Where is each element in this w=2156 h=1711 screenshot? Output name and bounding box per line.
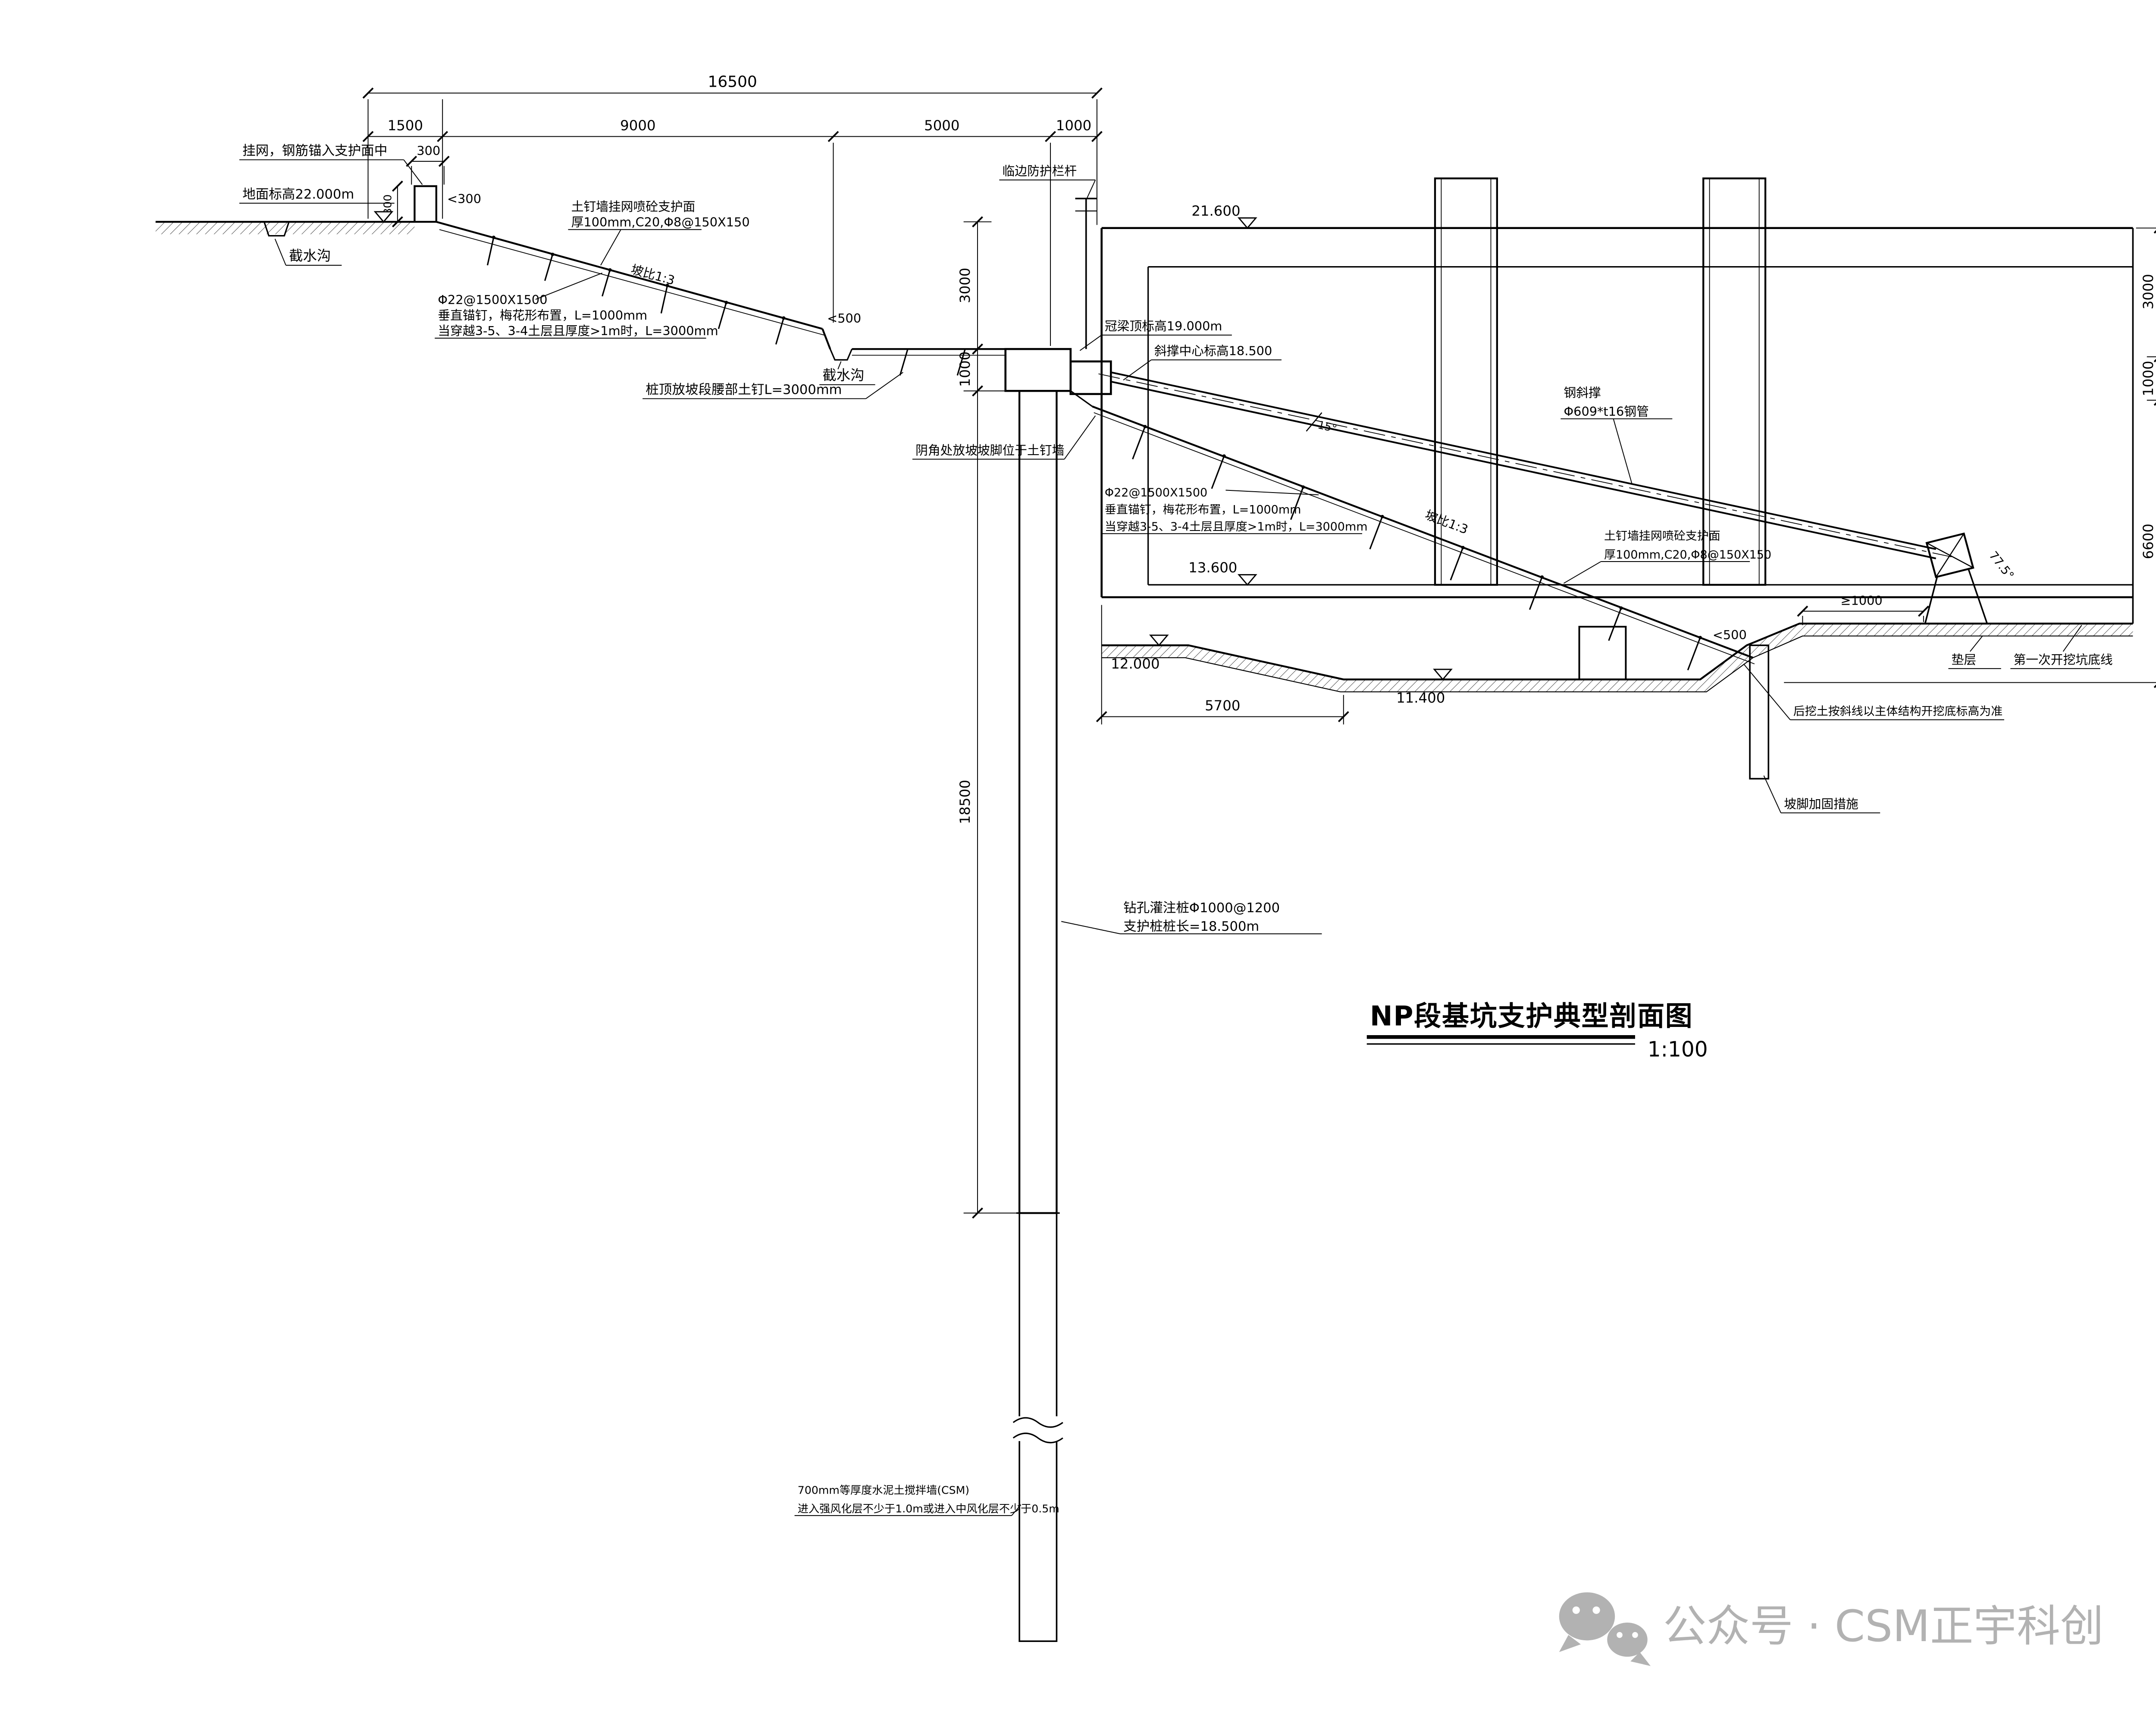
title-scale: 1:100 xyxy=(1648,1037,1708,1061)
note-pile-2: 支护桩桩长=18.500m xyxy=(1123,919,1259,934)
note-lt500-b: <500 xyxy=(1713,628,1747,642)
note-lt500-a: <500 xyxy=(827,311,861,326)
annotations-right: 钢斜撑 Φ609*t16钢管 15° Φ22@1500X1500 垂直锚钉，梅花… xyxy=(794,386,2113,1516)
dim-right-h2: 1000 xyxy=(2140,361,2156,396)
note-cushion: 垫层 xyxy=(1952,652,1977,667)
strut-base-block xyxy=(1924,532,1988,624)
drain-ditch-1 xyxy=(263,221,290,237)
elev-ground: 地面标高22.000m xyxy=(242,187,354,202)
dim-seg1: 1500 xyxy=(388,117,423,134)
watermark: 公众号 · CSM正宇科创 xyxy=(1559,1592,2104,1666)
dim-crown-height: 1000 xyxy=(957,352,973,387)
note-ditch-1: 截水沟 xyxy=(289,248,331,264)
steel-strut xyxy=(1098,371,1952,559)
note-nail-1c: 当穿越3-5、3-4土层且厚度>1m时，L=3000mm xyxy=(438,323,718,338)
dim-right: 3000 1000 6600 10600 xyxy=(1784,222,2156,688)
wechat-icon xyxy=(1559,1592,1651,1666)
note-lt300: <300 xyxy=(447,192,481,206)
dim-pile-length: 18500 xyxy=(957,780,973,824)
dim-seg2: 9000 xyxy=(620,117,655,134)
note-shotcrete-1a: 土钉墙挂网喷砼支护面 xyxy=(571,199,696,214)
dim-right-h3: 6600 xyxy=(2140,524,2156,559)
note-guardrail: 临边防护栏杆 xyxy=(1003,163,1077,178)
note-nail-2c: 当穿越3-5、3-4土层且厚度>1m时，L=3000mm xyxy=(1105,520,1368,534)
note-toe-reinforce: 坡脚加固措施 xyxy=(1784,797,1858,811)
dim-seg4: 1000 xyxy=(1056,117,1091,134)
strut-seat xyxy=(1069,360,1112,395)
upper-slope xyxy=(436,221,824,345)
dim-top: 16500 1500 9000 5000 1000 300 800 xyxy=(362,73,1103,346)
note-corner: 阴角处放坡坡脚位于土钉墙 xyxy=(915,443,1064,458)
drawing-title: NP段基坑支护典型剖面图 1:100 xyxy=(1366,1000,1708,1061)
ground-left xyxy=(155,185,437,237)
elev-strut-center: 斜撑中心标高18.500 xyxy=(1154,344,1272,358)
annotations-left: 挂网，钢筋锚入支护面中 截水沟 <300 土钉墙挂网喷砼支护面 厚100mm,C… xyxy=(239,144,1282,460)
note-first-excavation: 第一次开挖坑底线 xyxy=(2014,652,2113,667)
column-1 xyxy=(1434,177,1498,586)
csm-wall xyxy=(1012,1212,1063,1642)
parapet-wall xyxy=(414,185,437,223)
column-2 xyxy=(1702,177,1767,586)
note-shotcrete-2b: 厚100mm,C20,Φ8@150X150 xyxy=(1604,548,1771,562)
note-ditch-2: 截水沟 xyxy=(822,367,864,383)
elev-pit-upper: 12.000 xyxy=(1111,656,1159,672)
note-nail-2a: Φ22@1500X1500 xyxy=(1105,486,1207,499)
dim-left: 3000 1000 18500 xyxy=(957,216,1016,1219)
pedestal xyxy=(1578,626,1627,681)
drain-ditch-2 xyxy=(829,348,853,361)
dim-pit-width: 5700 xyxy=(1205,697,1240,714)
note-pile-1: 钻孔灌注桩Φ1000@1200 xyxy=(1123,901,1280,916)
dim-total: 16500 xyxy=(708,73,757,91)
note-strut-1: 钢斜撑 xyxy=(1564,386,1601,400)
elev-crown: 冠梁顶标高19.000m xyxy=(1105,319,1222,333)
dim-right-h1: 3000 xyxy=(2140,274,2156,309)
elev-roof: 21.600 xyxy=(1191,203,1240,219)
note-csm-1: 700mm等厚度水泥土搅拌墙(CSM) xyxy=(798,1484,969,1496)
elev-pit-lower: 11.400 xyxy=(1396,690,1445,706)
note-waist-nail: 桩顶放坡段腰部土钉L=3000mm xyxy=(646,383,842,398)
soil-nails-upper xyxy=(486,237,785,345)
elevation-marks: 地面标高22.000m 21.600 13.600 12.000 11.400 xyxy=(239,187,1452,706)
note-mesh: 挂网，钢筋锚入支护面中 xyxy=(242,144,387,159)
main-structure xyxy=(1100,177,2134,624)
title-text: NP段基坑支护典型剖面图 xyxy=(1370,1000,1693,1032)
note-nail-2b: 垂直锚钉，梅花形布置，L=1000mm xyxy=(1105,503,1301,516)
excavation-bottom xyxy=(1101,622,2133,780)
note-shotcrete-2a: 土钉墙挂网喷砼支护面 xyxy=(1604,530,1720,543)
inner-slope xyxy=(1092,405,1755,671)
note-nail-1a: Φ22@1500X1500 xyxy=(438,292,547,307)
edge-guardrail xyxy=(1075,198,1097,349)
note-shotcrete-1b: 厚100mm,C20,Φ8@150X150 xyxy=(571,215,750,229)
dim-seg3: 5000 xyxy=(924,117,959,134)
elev-floor: 13.600 xyxy=(1188,559,1237,576)
note-later-excavation: 后挖土按斜线以主体结构开挖底标高为准 xyxy=(1793,705,2002,718)
note-strut-2: Φ609*t16钢管 xyxy=(1564,404,1649,419)
note-csm-2: 进入强风化层不少于1.0m或进入中风化层不少于0.5m xyxy=(798,1503,1059,1515)
dim-bottom: 5700 ≥1000 xyxy=(1096,593,1930,725)
soil-nails-inner xyxy=(1132,426,1701,671)
dim-parapet-width: 300 xyxy=(417,144,440,158)
break-line xyxy=(1012,1417,1063,1444)
dim-berm-width: ≥1000 xyxy=(1840,593,1882,608)
note-nail-1b: 垂直锚钉，梅花形布置，L=1000mm xyxy=(438,308,647,323)
watermark-text: 公众号 · CSM正宇科创 xyxy=(1663,1601,2104,1651)
dim-upper-height: 3000 xyxy=(957,268,973,303)
toe-reinforcement xyxy=(1749,644,1770,780)
